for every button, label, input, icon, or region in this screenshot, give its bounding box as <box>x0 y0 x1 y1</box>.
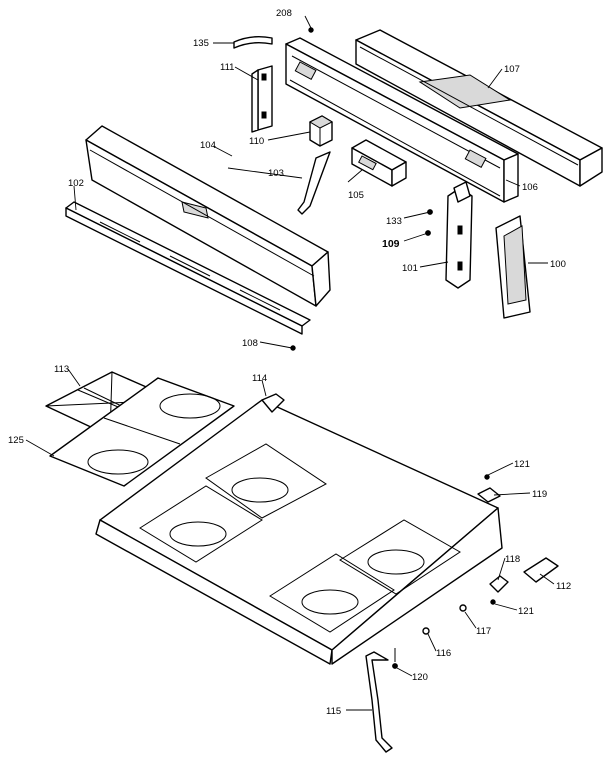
label-111: 111 <box>220 62 234 73</box>
part-103-rod <box>297 151 331 215</box>
label-100: 100 <box>550 259 566 270</box>
part-111-left-bracket <box>251 65 273 133</box>
part-121-screw-top <box>484 474 490 480</box>
label-119: 119 <box>532 489 547 500</box>
part-114-cooktop <box>95 393 503 665</box>
label-120: 120 <box>412 672 428 683</box>
label-117: 117 <box>476 626 491 637</box>
part-112-hinge <box>523 557 559 583</box>
part-208-screw <box>308 27 314 33</box>
part-101-right-bracket <box>445 181 473 289</box>
part-119-clip <box>477 487 501 503</box>
label-133: 133 <box>386 216 402 227</box>
part-121-screw-bottom <box>490 599 496 605</box>
part-106-backguard <box>285 37 519 203</box>
part-105-timer <box>351 139 407 187</box>
label-102: 102 <box>68 178 84 189</box>
part-104-control-panel <box>85 125 331 307</box>
label-118: 118 <box>505 554 520 565</box>
part-135-clip <box>233 35 273 49</box>
part-115-support-rod <box>365 651 393 753</box>
label-113: 113 <box>54 364 69 375</box>
label-115: 115 <box>326 706 341 717</box>
leader-lines <box>25 15 555 711</box>
label-109: 109 <box>382 238 400 250</box>
part-100-end-cap <box>495 215 531 319</box>
label-105: 105 <box>348 190 364 201</box>
part-118-bracket <box>489 575 509 593</box>
label-107: 107 <box>504 64 520 75</box>
label-112: 112 <box>556 581 571 592</box>
label-108: 108 <box>242 338 258 349</box>
part-107-trim-cover <box>355 29 603 187</box>
part-116-nut <box>422 627 430 635</box>
label-121-top: 121 <box>514 459 530 470</box>
label-121-bottom: 121 <box>518 606 534 617</box>
label-101: 101 <box>402 263 418 274</box>
label-116: 116 <box>436 648 451 659</box>
part-125-drip-pan <box>49 377 235 487</box>
part-110-switch <box>308 115 334 147</box>
part-120-fastener <box>392 648 398 669</box>
label-208: 208 <box>276 8 292 19</box>
label-104: 104 <box>200 140 216 151</box>
label-135: 135 <box>193 38 209 49</box>
label-103: 103 <box>268 168 284 179</box>
label-110: 110 <box>249 136 264 147</box>
part-labels: 135 208 111 110 104 103 102 105 107 106 … <box>8 8 571 717</box>
label-114: 114 <box>252 373 267 384</box>
label-106: 106 <box>522 182 538 193</box>
part-117-nut <box>459 604 467 612</box>
part-102-trim-strip <box>65 201 311 335</box>
label-125: 125 <box>8 435 24 446</box>
